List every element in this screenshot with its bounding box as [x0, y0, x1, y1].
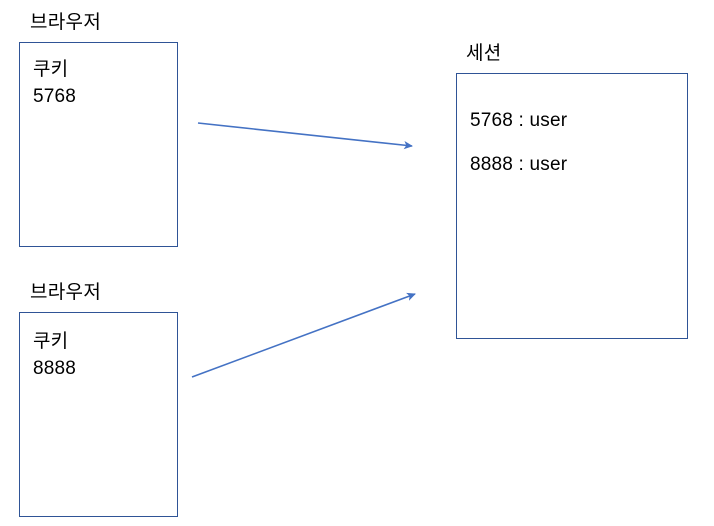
browser-2-cookie-value: 8888 — [33, 358, 77, 379]
browser-2-label: 브라우저 — [30, 282, 102, 303]
session-entry: 5768 : user — [470, 110, 568, 131]
arrow-browser-2-to-session — [191, 292, 416, 378]
browser-1-box — [19, 42, 178, 247]
browser-1-label: 브라우저 — [30, 12, 102, 33]
session-entry: 8888 : user — [470, 154, 568, 175]
browser-1-cookie-value: 5768 — [33, 86, 77, 107]
session-label: 세션 — [466, 43, 502, 64]
browser-1-cookie-title: 쿠키 — [33, 59, 69, 80]
session-box — [456, 73, 688, 339]
browser-2-box — [19, 312, 178, 517]
arrow-browser-1-to-session — [197, 122, 413, 150]
browser-2-cookie-title: 쿠키 — [33, 331, 69, 352]
